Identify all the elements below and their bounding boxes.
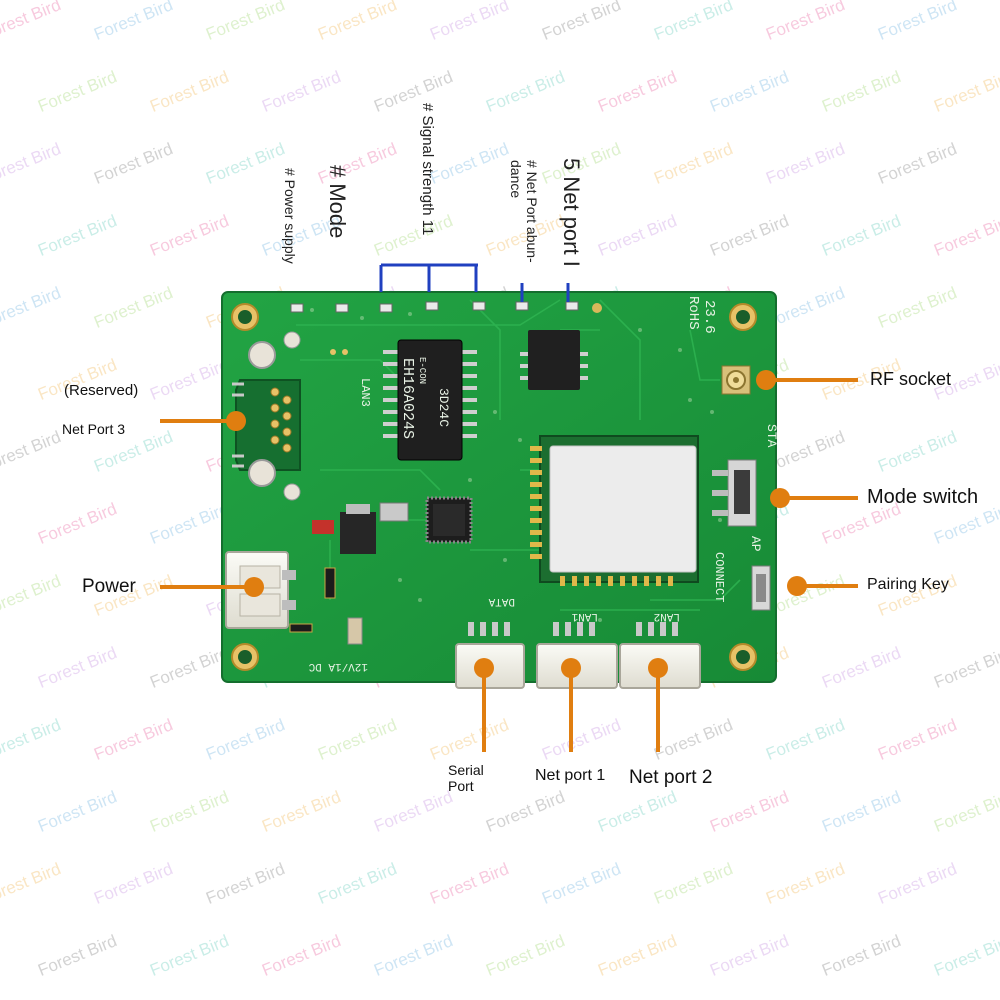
label-led-net-port-1: 5 Net port I — [559, 158, 584, 267]
label-led-signal-strength: # Signal strength 11 — [419, 103, 436, 236]
silk-chip-brand: E-CON — [417, 357, 427, 384]
label-led-mode: # Mode — [325, 165, 350, 239]
reserved-net-port-3 — [232, 331, 348, 501]
silk-date-code: 23.6 — [701, 300, 717, 334]
silk-chip-model: EH16A024S — [399, 358, 416, 439]
label-net-port-2: Net port 2 — [629, 767, 713, 788]
bottom-connectors — [455, 622, 701, 689]
rf-socket — [721, 365, 751, 395]
controller-chip — [379, 496, 473, 544]
label-serial-port-line2: Port — [448, 778, 474, 794]
silk-chip-code: 3D24C — [436, 388, 451, 427]
label-led-net-abundance-2: dance — [508, 160, 524, 199]
label-net-port-1: Net port 1 — [535, 767, 606, 784]
label-net-port-3: Net Port 3 — [62, 421, 126, 437]
silk-lan3: LAN3 — [358, 378, 372, 407]
status-leds — [290, 301, 602, 313]
silk-power-rating: 12V/1A DC — [308, 660, 368, 672]
label-led-net-abundance-1: # Net Port abun- — [524, 160, 540, 263]
pairing-key — [751, 565, 771, 611]
wifi-module — [530, 435, 699, 586]
mounting-holes — [231, 303, 757, 671]
silkscreen: E-CON EH16A024S 3D24C LAN3 23.6 RoHS STA… — [308, 296, 779, 672]
led-bracket — [379, 263, 570, 302]
ic-chip-top — [520, 330, 588, 390]
silk-data: DATA — [488, 595, 515, 607]
label-reserved: (Reserved) — [64, 382, 139, 399]
ethernet-transformer-chip — [383, 339, 477, 461]
silk-ap: AP — [748, 536, 763, 552]
silk-lan1: LAN1 — [571, 610, 598, 622]
label-serial-port-line1: Serial — [448, 762, 484, 778]
label-led-power-supply: # Power supply — [282, 168, 298, 264]
label-pairing-key: Pairing Key — [867, 576, 949, 593]
label-power: Power — [82, 576, 136, 597]
label-mode-switch: Mode switch — [867, 486, 979, 508]
callouts — [160, 370, 858, 752]
power-components — [289, 504, 376, 645]
silk-connect: CONNECT — [712, 552, 726, 602]
label-rf-socket: RF socket — [870, 369, 952, 389]
silk-rohs: RoHS — [685, 296, 701, 330]
silk-lan2: LAN2 — [654, 610, 680, 622]
silk-sta: STA — [764, 424, 779, 448]
mode-switch — [712, 459, 757, 527]
